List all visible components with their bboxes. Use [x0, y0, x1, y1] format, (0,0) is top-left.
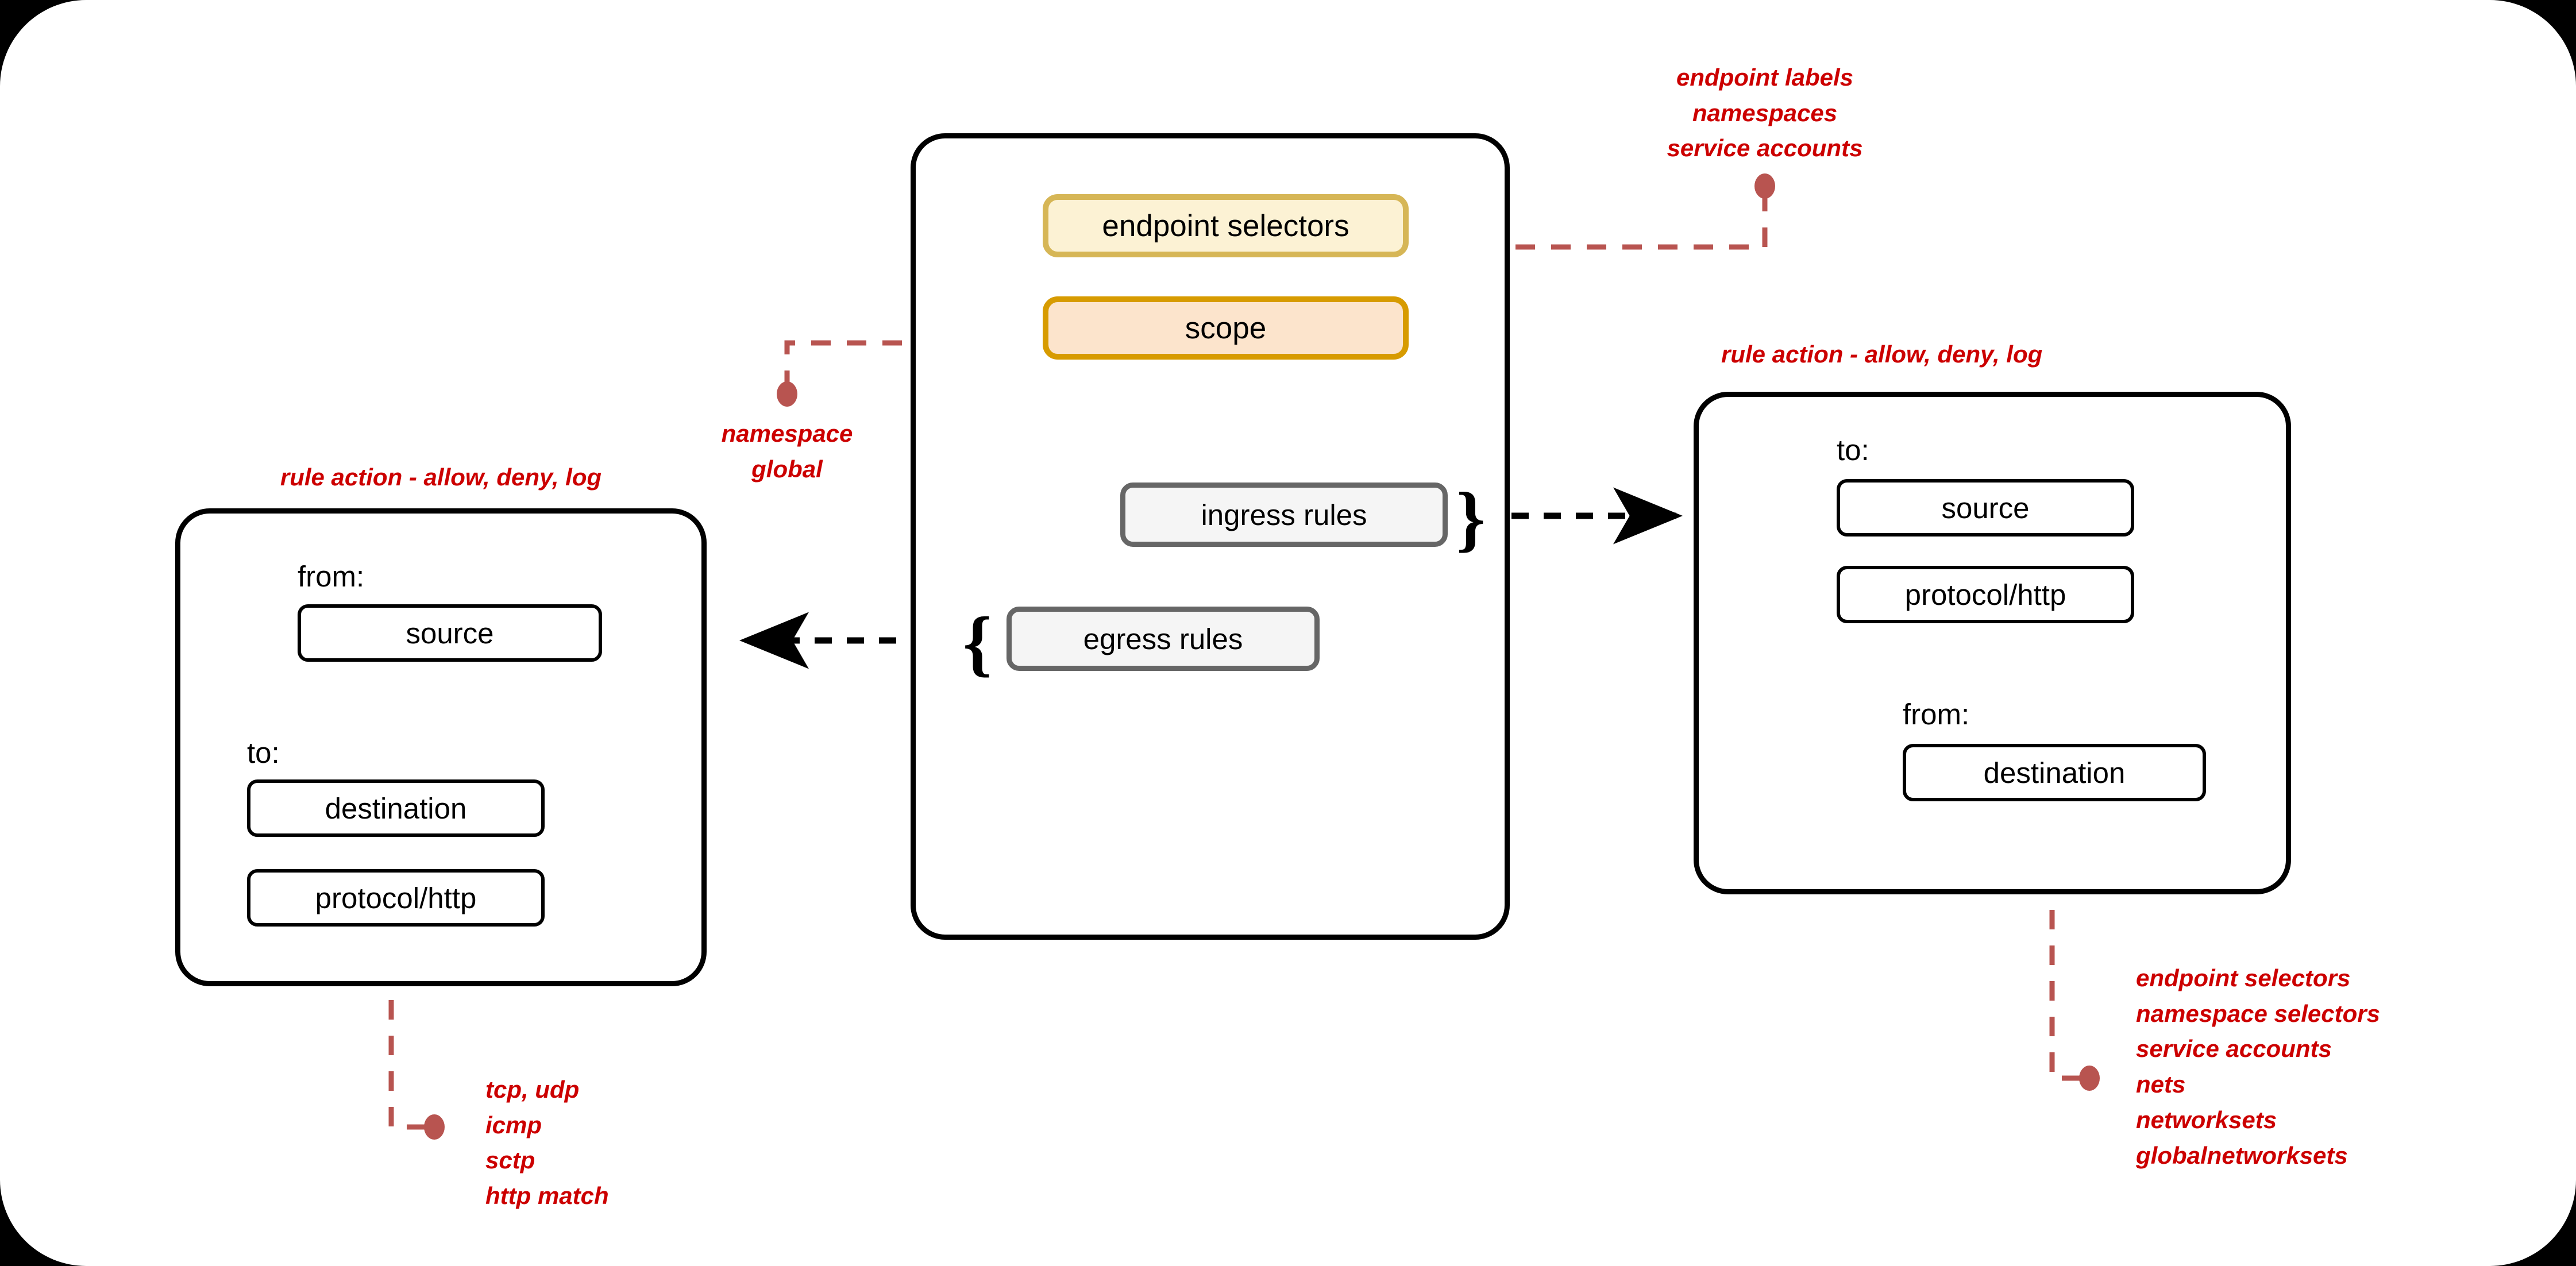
node-ingress-rules[interactable]: ingress rules	[1120, 483, 1448, 547]
egress-to-label: to:	[247, 736, 280, 769]
node-scope[interactable]: scope	[1043, 296, 1409, 360]
ingress-from-label: from:	[1903, 698, 1970, 731]
ingress-from-destination[interactable]: destination	[1903, 744, 2206, 801]
node-endpoint-selectors[interactable]: endpoint selectors	[1043, 194, 1409, 257]
egress-rule-action-note: rule action - allow, deny, log	[280, 464, 602, 491]
connector-protocol-left	[388, 929, 445, 1140]
ingress-rule-container	[1694, 392, 2291, 894]
annotation-endpoint-selector-options: endpoint labels namespaces service accou…	[1667, 64, 1863, 162]
brace-ingress-icon: }	[1456, 477, 1486, 559]
connector-destination-right	[2049, 803, 2100, 1091]
ingress-rule-action-note: rule action - allow, deny, log	[1721, 341, 2043, 368]
annotation-scope-options: namespace global	[721, 420, 853, 483]
connector-endpoint-selectors	[1409, 173, 1775, 250]
annotation-protocol-options: tcp, udp icmp sctp http match	[485, 1076, 609, 1210]
ingress-to-source[interactable]: source	[1837, 479, 2134, 536]
ingress-to-label: to:	[1837, 434, 1869, 466]
ingress-to-protocol[interactable]: protocol/http	[1837, 566, 2134, 623]
node-egress-rules[interactable]: egress rules	[1007, 607, 1320, 671]
annotation-destination-options: endpoint selectors namespace selectors s…	[2136, 964, 2380, 1169]
egress-to-destination[interactable]: destination	[247, 779, 545, 837]
egress-from-source[interactable]: source	[298, 604, 602, 662]
egress-to-protocol[interactable]: protocol/http	[247, 869, 545, 927]
brace-egress-icon: {	[963, 602, 992, 684]
egress-from-label: from:	[298, 560, 365, 593]
